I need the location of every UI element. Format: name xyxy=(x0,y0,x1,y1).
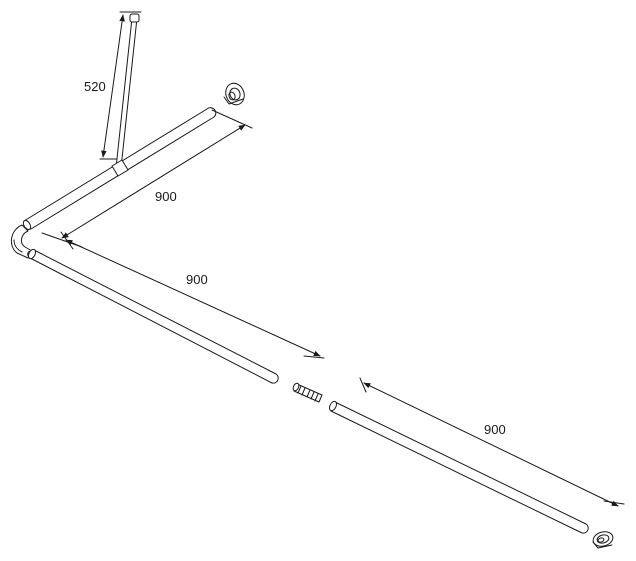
front-rail-tube xyxy=(27,248,279,384)
dimension-label-front-rail: 900 xyxy=(186,272,208,287)
connector-sleeve xyxy=(292,382,323,403)
dimension-line-900-right xyxy=(359,377,625,507)
wall-flange-bottom xyxy=(592,531,614,549)
dimension-label-back-rail: 900 xyxy=(155,189,177,204)
right-rail-tube xyxy=(328,400,589,534)
wall-flange-top xyxy=(223,82,245,106)
back-rail-tube xyxy=(22,107,217,231)
dimension-label-right-rail: 900 xyxy=(484,422,506,437)
dimension-label-520: 520 xyxy=(84,79,106,94)
dimension-line-900-front xyxy=(60,231,325,359)
dimension-line-900-back xyxy=(41,109,253,248)
